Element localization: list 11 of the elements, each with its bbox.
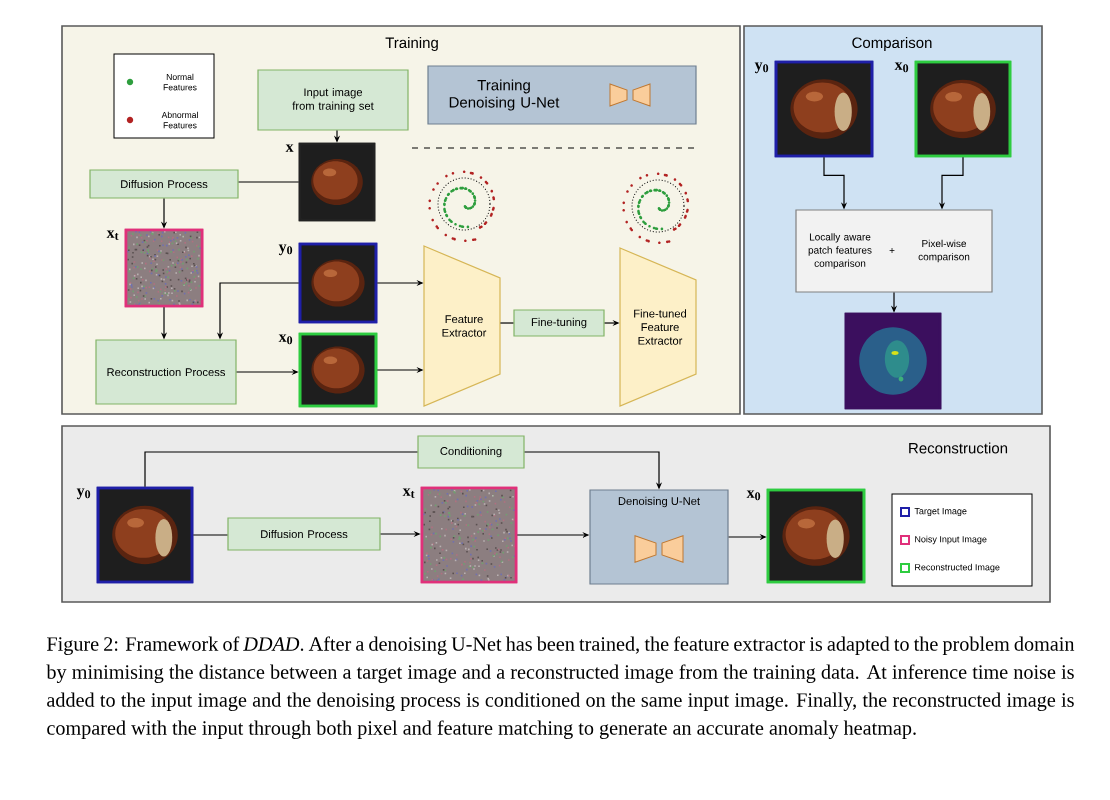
image-label: x$_{0}$ bbox=[894, 62, 909, 73]
image-label: y$_{0}$ bbox=[278, 244, 293, 256]
image-label: x$_{0}$ bbox=[746, 490, 761, 501]
heatmap-image bbox=[844, 312, 942, 410]
image-label: y$_{0}$ bbox=[76, 488, 91, 500]
image-label: x$_{t}$ bbox=[106, 230, 119, 240]
image-label: x$_{0}$ bbox=[278, 334, 293, 345]
image-label: x bbox=[285, 144, 294, 152]
image-label: y$_{0}$ bbox=[754, 62, 769, 74]
image-label: x$_{t}$ bbox=[402, 488, 415, 498]
caption: Figure 2: Framework of DDAD. After a denoising U-Net has been trained, the feature extractor is adapted to the problem domain by minimising the distance between a target image and a reconstructed image from the training data. At inference time noise is added to the input image and the denoising process is conditioned on the same input image. Finally, the reconstructed image is compared with the input through both pixel and feature matching to generate an accurate anomaly heatmap. bbox=[46, 636, 1075, 739]
